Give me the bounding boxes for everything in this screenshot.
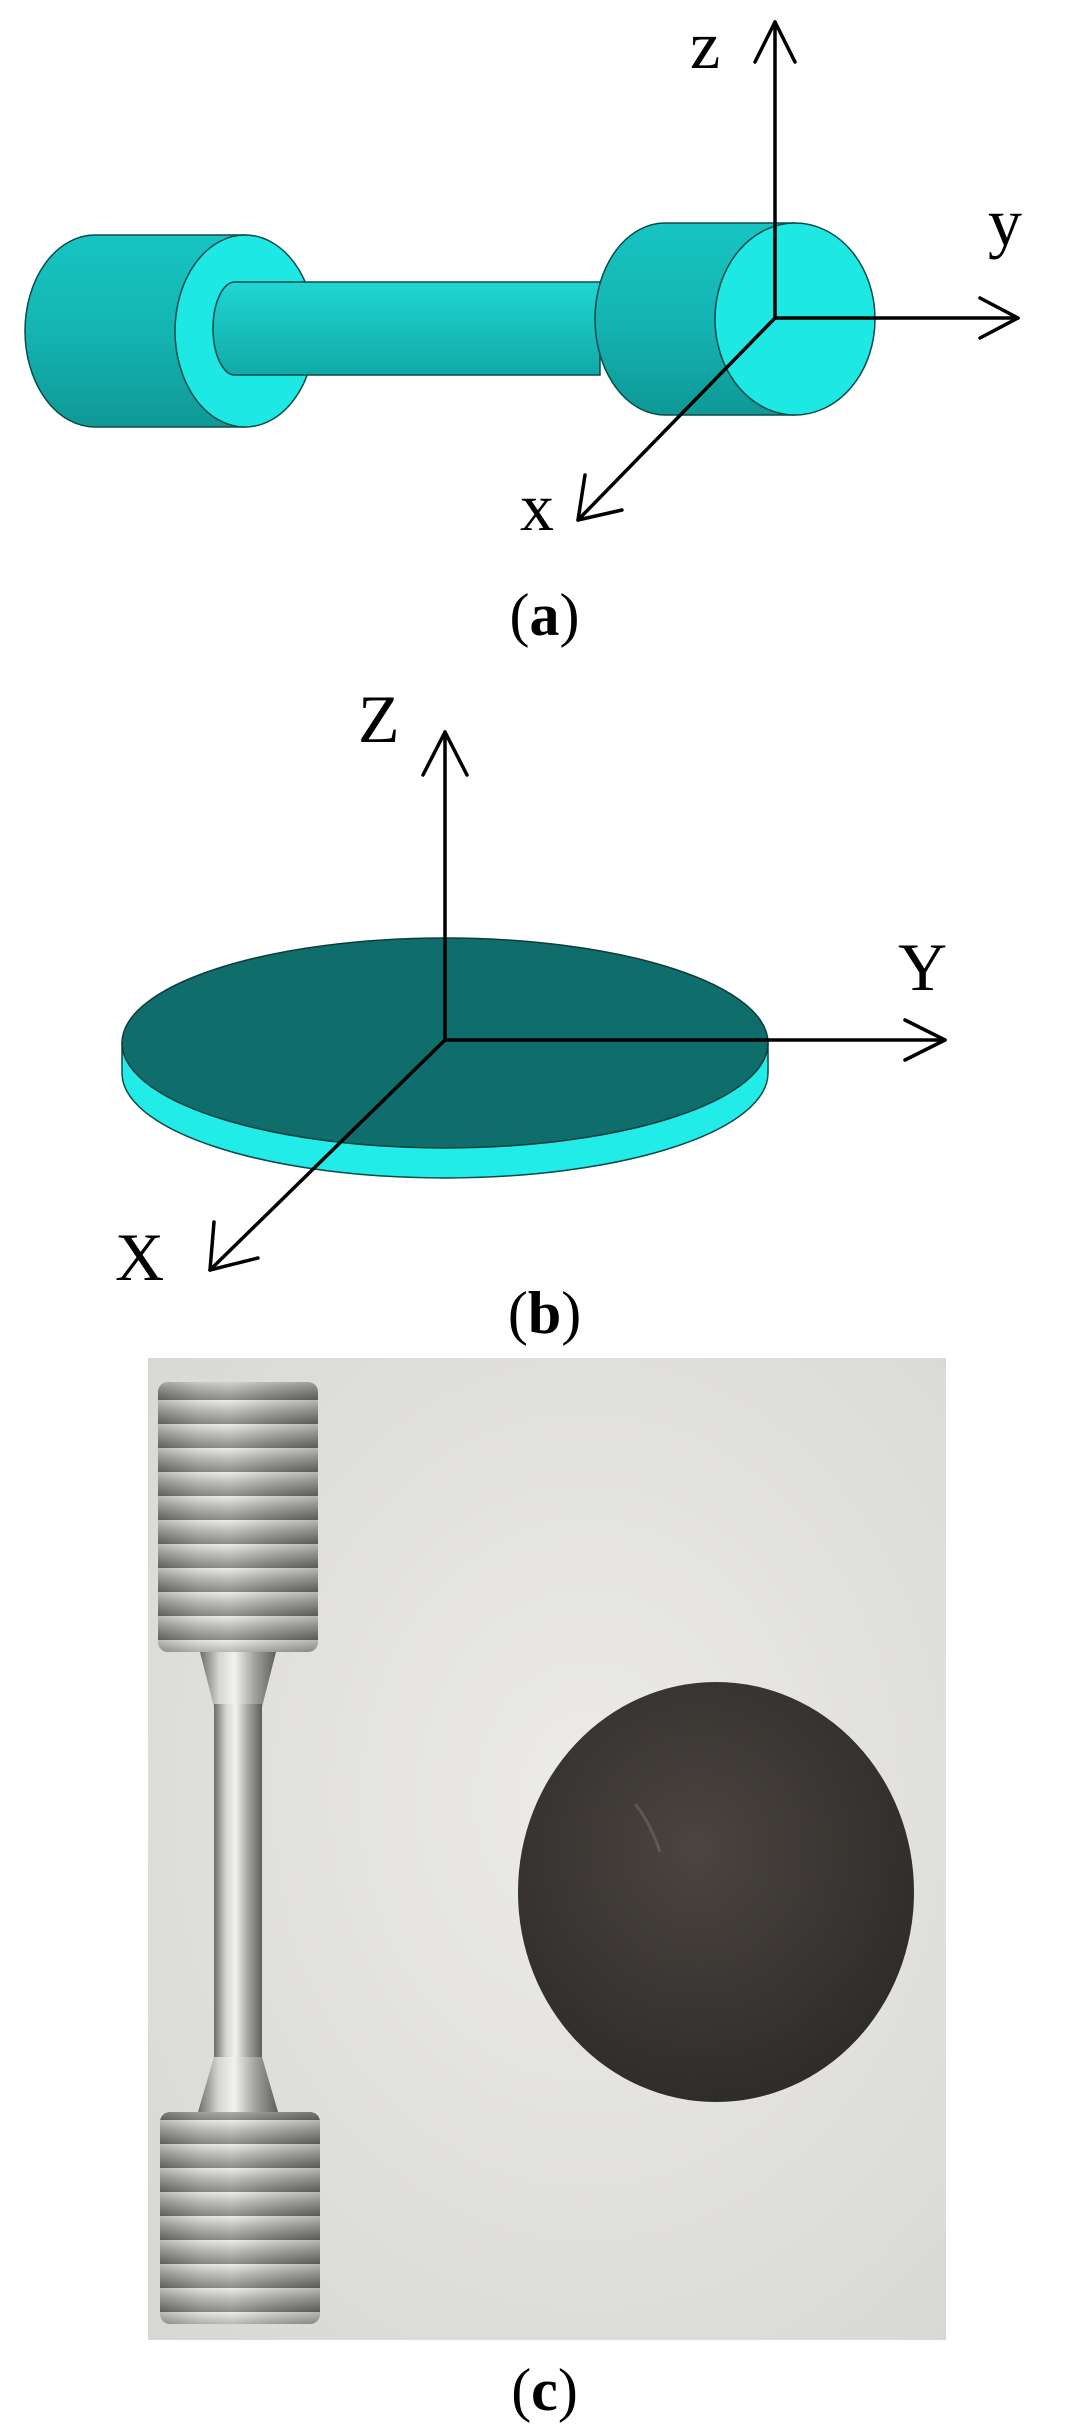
axis-label-y: y <box>988 184 1022 260</box>
caption-a: (a) <box>509 582 580 648</box>
axis-label-Y: Y <box>898 929 947 1005</box>
panel-a-diagram: z y x <box>24 7 1022 545</box>
caption-c: (c) <box>511 2357 578 2423</box>
disc-specimen-photo <box>518 1682 914 2102</box>
panel-c-photo <box>148 1358 946 2340</box>
gauge-rod <box>212 281 601 376</box>
caption-b: (b) <box>507 1280 582 1346</box>
axis-label-Z: Z <box>358 681 400 757</box>
axes-b <box>208 730 947 1272</box>
axis-label-z: z <box>690 7 720 83</box>
axes-a <box>576 20 1020 522</box>
axis-label-X: X <box>115 1219 164 1295</box>
threaded-tensile-specimen <box>158 1382 320 2324</box>
panel-b-diagram: Z Y X <box>115 681 947 1295</box>
axis-label-x: x <box>520 469 554 545</box>
